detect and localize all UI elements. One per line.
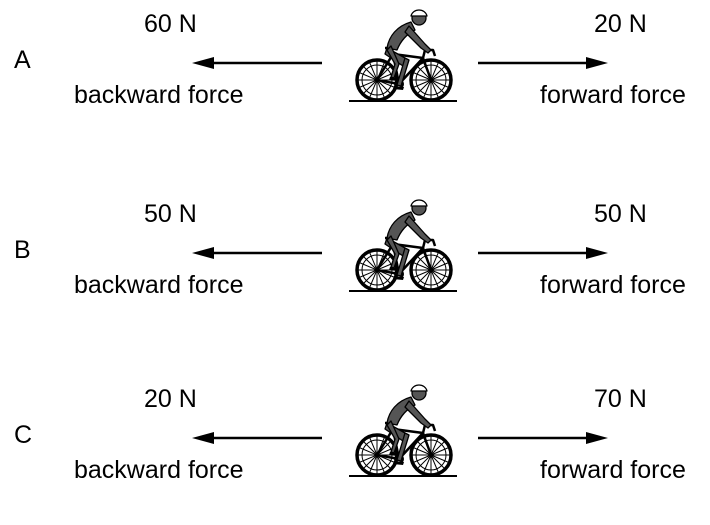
option-letter: C	[14, 421, 33, 449]
backward-force-label: backward force	[74, 271, 244, 299]
option-b: B 50 N 50 N backward force forward force	[0, 190, 710, 340]
forward-force-label: forward force	[540, 271, 686, 299]
backward-force-label: backward force	[74, 456, 244, 484]
backward-force-label: backward force	[74, 81, 244, 109]
cyclist-icon	[347, 198, 459, 293]
forward-force-magnitude: 50 N	[594, 200, 647, 228]
forward-force-magnitude: 20 N	[594, 10, 647, 38]
forward-force-label: forward force	[540, 456, 686, 484]
option-letter: A	[14, 46, 31, 74]
arrow-left-icon	[192, 247, 322, 259]
cyclist-icon	[347, 8, 459, 103]
option-c: C 20 N 70 N backward force forward force	[0, 375, 710, 525]
cyclist-icon	[347, 383, 459, 478]
forward-force-label: forward force	[540, 81, 686, 109]
backward-force-magnitude: 50 N	[144, 200, 197, 228]
forward-force-magnitude: 70 N	[594, 385, 647, 413]
backward-force-magnitude: 20 N	[144, 385, 197, 413]
arrow-right-icon	[478, 57, 608, 69]
arrow-right-icon	[478, 432, 608, 444]
arrow-left-icon	[192, 57, 322, 69]
arrow-left-icon	[192, 432, 322, 444]
arrow-right-icon	[478, 247, 608, 259]
backward-force-magnitude: 60 N	[144, 10, 197, 38]
option-letter: B	[14, 236, 31, 264]
option-a: A 60 N 20 N backward force forward force	[0, 0, 710, 150]
